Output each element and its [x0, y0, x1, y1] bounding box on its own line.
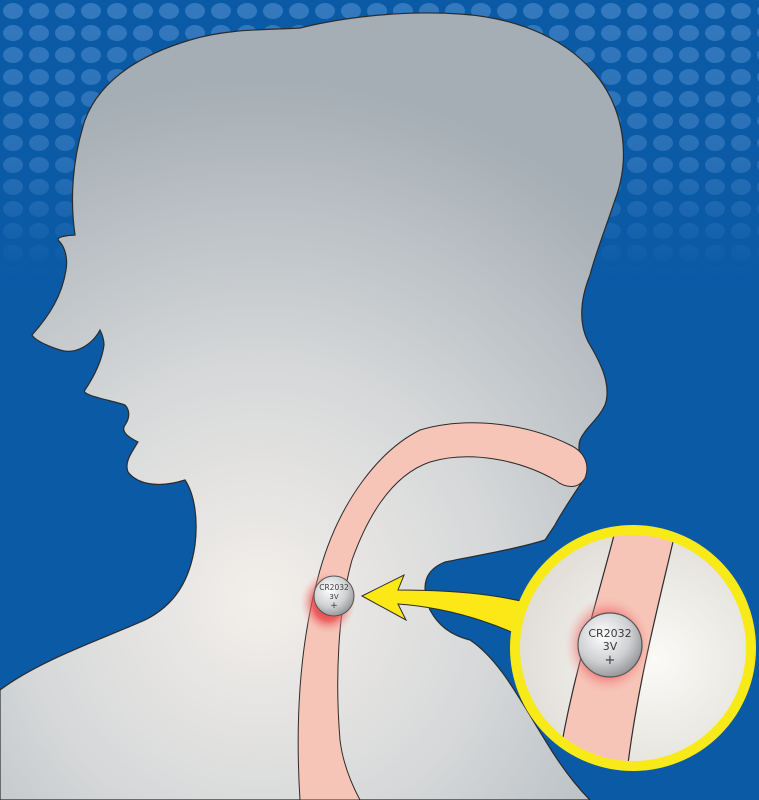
battery-small-model: CR2032 [319, 583, 349, 592]
battery-large: CR2032 3V + [578, 613, 642, 677]
battery-small: CR2032 3V + [314, 576, 354, 616]
battery-large-model: CR2032 [588, 627, 631, 640]
battery-small-voltage: 3V [329, 593, 338, 601]
battery-large-plus: + [605, 653, 616, 668]
battery-small-plus: + [330, 601, 338, 611]
battery-large-voltage: 3V [603, 640, 618, 653]
